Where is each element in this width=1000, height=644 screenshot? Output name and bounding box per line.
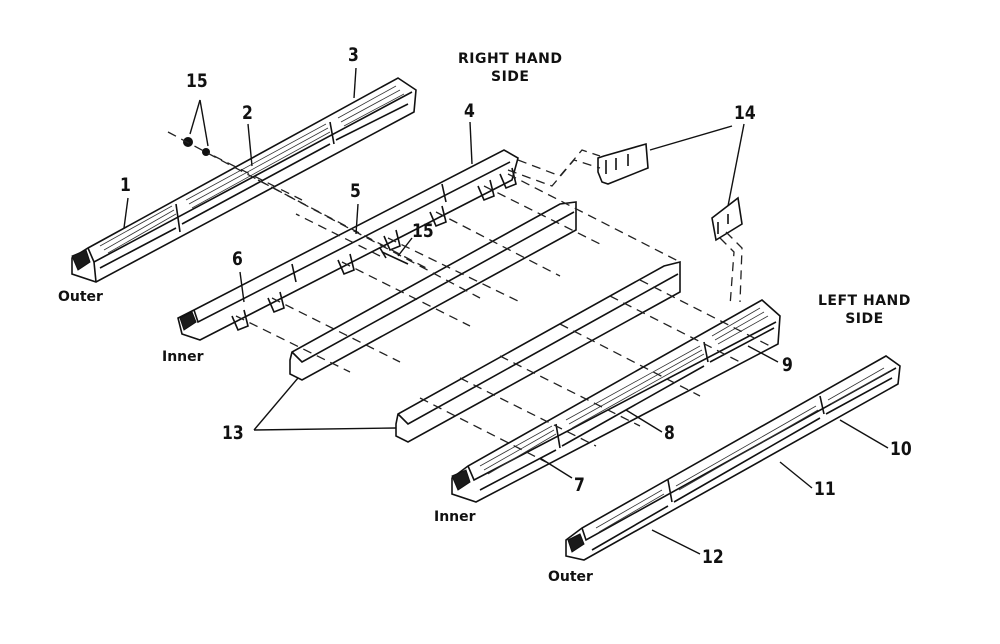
outer-label-right: Outer (58, 289, 103, 305)
part-label-10: 10 (890, 438, 912, 460)
leader-lines (123, 67, 889, 555)
sill-plate-upper (289, 201, 577, 381)
part-label-7: 7 (574, 474, 585, 496)
left-hand-side-line1: LEFT HAND (818, 293, 911, 309)
sill-plate-lower (395, 260, 681, 443)
bracket-upper (597, 142, 649, 185)
outer-sill-right (71, 77, 417, 283)
left-hand-side-line2: SIDE (845, 311, 884, 327)
left-hand-side-title: LEFT HAND SIDE (818, 292, 911, 328)
outer-label-left: Outer (548, 569, 593, 585)
right-hand-side-title: RIGHT HAND SIDE (458, 50, 563, 86)
part-label-1: 1 (120, 174, 131, 196)
part-label-3: 3 (348, 44, 359, 66)
inner-label-left: Inner (434, 509, 476, 525)
part-label-11: 11 (814, 478, 836, 500)
inner-sill-left (451, 299, 781, 503)
part-label-15-nuts: 15 (186, 70, 208, 92)
part-label-13: 13 (222, 422, 244, 444)
part-label-8: 8 (664, 422, 675, 444)
part-label-4: 4 (464, 100, 475, 122)
fastener-bolt (379, 247, 409, 265)
right-hand-side-line1: RIGHT HAND (458, 51, 563, 67)
assembly-guide-lines (167, 131, 771, 463)
right-hand-side-line2: SIDE (491, 69, 530, 85)
part-label-9: 9 (782, 354, 793, 376)
part-label-15-bolt: 15 (412, 220, 434, 242)
bracket-lower (711, 196, 743, 242)
part-label-2: 2 (242, 102, 253, 124)
part-label-5: 5 (350, 180, 361, 202)
part-label-14: 14 (734, 102, 756, 124)
inner-sill-right (177, 149, 519, 341)
outer-sill-left (565, 355, 901, 561)
inner-label-right: Inner (162, 349, 204, 365)
part-label-12: 12 (702, 546, 724, 568)
part-label-6: 6 (232, 248, 243, 270)
